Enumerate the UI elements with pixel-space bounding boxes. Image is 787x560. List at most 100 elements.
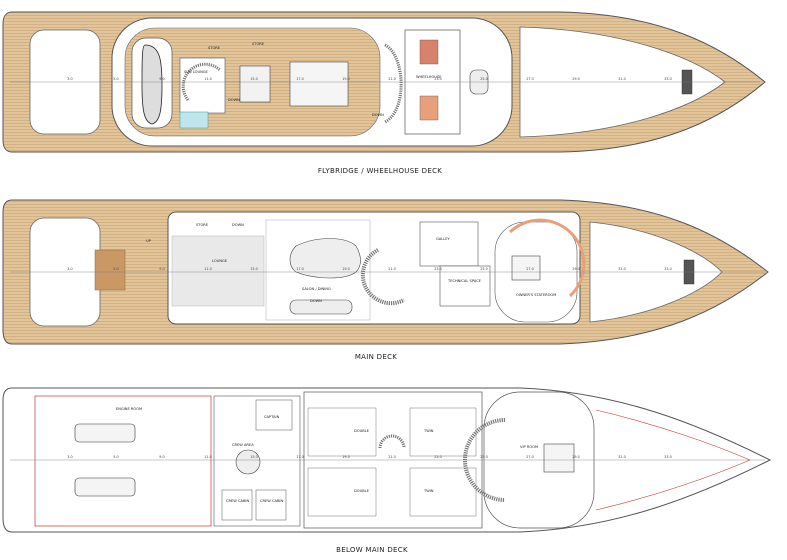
twin-cabin-lower <box>409 467 477 517</box>
frame-number: 21.0 <box>388 455 396 459</box>
frame-number: 15.0 <box>250 77 258 81</box>
frame-number: 5.0 <box>113 455 118 459</box>
frame-number: 3.0 <box>67 267 72 271</box>
engine <box>74 477 136 497</box>
frame-number: 23.0 <box>434 455 442 459</box>
frame-number: 33.0 <box>664 77 672 81</box>
forepeak-red-line <box>595 459 751 511</box>
wheelhouse-console <box>419 39 439 65</box>
frame-number: 17.0 <box>296 267 304 271</box>
frame-number: 11.0 <box>204 77 212 81</box>
room-label: DOUBLE <box>354 489 370 493</box>
room-label: LOUNGE <box>212 259 228 263</box>
room-label: DOWN <box>310 299 322 303</box>
frame-number: 19.0 <box>342 267 350 271</box>
room-label: UP <box>146 239 152 243</box>
frame-number: 31.0 <box>618 455 626 459</box>
double-cabin-lower <box>307 467 377 517</box>
frame-number: 27.0 <box>526 455 534 459</box>
frame-number: 19.0 <box>342 455 350 459</box>
room-label: STORE <box>208 46 221 50</box>
sofa-lower <box>289 299 353 315</box>
deck-caption: BELOW MAIN DECK <box>336 546 408 554</box>
frame-number: 27.0 <box>526 77 534 81</box>
frame-number: 11.0 <box>204 455 212 459</box>
frame-number: 23.0 <box>434 77 442 81</box>
frame-number: 31.0 <box>618 77 626 81</box>
main-room-labels: SALON / DINING LOUNGE GALLEY TECHNICAL S… <box>146 223 556 303</box>
room-label: CREW CABIN <box>226 499 249 503</box>
frame-number: 9.0 <box>159 455 164 459</box>
frame-number: 33.0 <box>664 455 672 459</box>
double-cabin-upper <box>307 407 377 457</box>
frame-number: 9.0 <box>159 267 164 271</box>
engine <box>74 423 136 443</box>
frame-number: 21.0 <box>388 77 396 81</box>
frame-number: 31.0 <box>618 267 626 271</box>
frame-number: 27.0 <box>526 267 534 271</box>
frame-number: 3.0 <box>67 455 72 459</box>
forepeak-red-line <box>595 409 751 461</box>
vip-bed <box>543 443 575 473</box>
wheelhouse-console <box>419 95 439 121</box>
frame-number: 33.0 <box>664 267 672 271</box>
crew-mess-table <box>235 449 261 475</box>
room-label: VIP ROOM <box>520 445 538 449</box>
flybridge-sun-lounge <box>179 57 226 114</box>
frame-number: 21.0 <box>388 267 396 271</box>
room-label: CREW CABIN <box>260 499 283 503</box>
owners-stateroom-arc <box>508 218 586 298</box>
room-label: GALLEY <box>436 237 451 241</box>
frame-number: 5.0 <box>113 267 118 271</box>
deck-caption: FLYBRIDGE / WHEELHOUSE DECK <box>318 167 442 175</box>
lower-room-labels: ENGINE ROOM CREW AREA CAPTAIN DOUBLE DOU… <box>116 407 538 503</box>
owners-bed <box>511 255 541 281</box>
frame-number: 25.0 <box>480 267 488 271</box>
frame-number: 29.0 <box>572 77 580 81</box>
frame-number: 11.0 <box>204 267 212 271</box>
frame-number: 3.0 <box>67 77 72 81</box>
galley-room <box>419 221 479 267</box>
room-label: DOWN <box>232 223 244 227</box>
room-label: DOWN <box>228 98 240 102</box>
frame-number: 23.0 <box>434 267 442 271</box>
technical-space-room <box>439 265 491 307</box>
frame-number: 29.0 <box>572 455 580 459</box>
room-label: DOUBLE <box>354 429 370 433</box>
frame-number: 25.0 <box>480 455 488 459</box>
lounge-area <box>171 235 265 307</box>
room-label: DOWN <box>372 113 384 117</box>
frame-number: 15.0 <box>250 455 258 459</box>
flybridge-dining-table <box>289 61 349 107</box>
room-label: ENGINE ROOM <box>116 407 142 411</box>
crew-cabin-starboard <box>255 489 287 521</box>
room-label: SALON / DINING <box>302 287 331 291</box>
jacuzzi <box>179 111 209 129</box>
frame-number: 25.0 <box>480 77 488 81</box>
room-label: CAPTAIN <box>264 415 280 419</box>
room-label: TWIN <box>423 429 434 433</box>
room-label: CREW AREA <box>232 443 254 447</box>
engine-room <box>34 395 212 527</box>
deck-caption: MAIN DECK <box>355 353 397 361</box>
room-label: TECHNICAL SPACE <box>447 279 482 283</box>
frame-number: 29.0 <box>572 267 580 271</box>
room-label: OWNER'S STATEROOM <box>516 293 556 297</box>
room-label: SUN LOUNGE <box>184 70 209 74</box>
wheelhouse-curve-stair <box>384 43 403 124</box>
swim-platform-steps <box>94 249 126 291</box>
tender-icon <box>141 44 163 125</box>
frame-number: 17.0 <box>296 77 304 81</box>
room-label: WHEELHOUSE <box>416 75 442 79</box>
lower-guest-stair <box>378 434 406 449</box>
frame-number: 19.0 <box>342 77 350 81</box>
frame-number: 5.0 <box>113 77 118 81</box>
room-label: STORE <box>252 42 265 46</box>
